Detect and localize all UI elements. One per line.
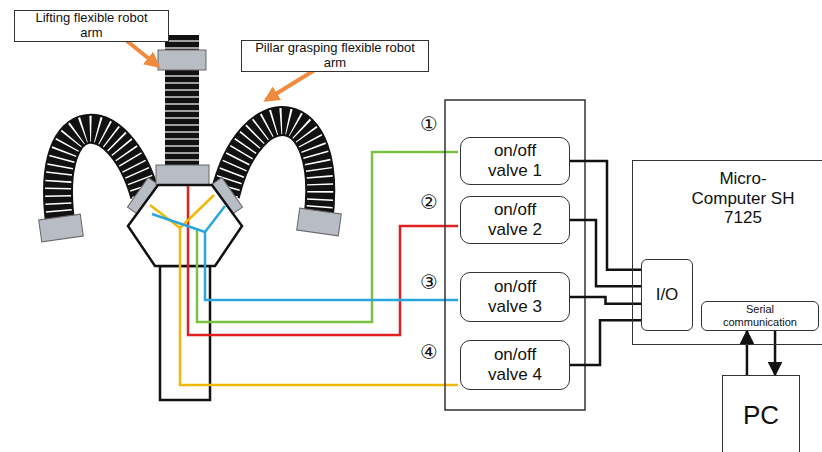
node-text: Pillar grasping flexible robot arm	[254, 41, 416, 71]
callout-number: ②	[420, 192, 438, 212]
valve-box: on/off valve 1	[460, 137, 570, 185]
signal-wire	[570, 320, 641, 365]
node-text: Lifting flexible robot arm	[27, 11, 156, 41]
lifting-arm	[156, 35, 209, 185]
pointer-arrow	[266, 68, 318, 100]
hexagon-body	[128, 185, 242, 266]
valve-box: on/off valve 2	[460, 196, 570, 244]
callout-number: ①	[420, 114, 438, 134]
node-text: on/off valve 3	[473, 277, 557, 316]
signal-wire	[570, 161, 641, 270]
node-text: on/off valve 4	[473, 345, 557, 384]
io-box: I/O	[641, 259, 693, 331]
valve-bank	[445, 100, 585, 410]
node-text: on/off valve 2	[473, 200, 557, 239]
pc-box: PC	[722, 375, 800, 452]
callout-box: Lifting flexible robot arm	[14, 10, 169, 42]
node-text: on/off valve 1	[473, 141, 557, 180]
microcomputer-box: Micro-Computer SH 7125I/O Serial communic…	[632, 160, 822, 345]
air-tubes	[150, 152, 458, 385]
signal-wire	[570, 220, 641, 286]
node-text: PC	[743, 401, 779, 431]
valve-box: on/off valve 4	[460, 340, 570, 390]
valve-box: on/off valve 3	[460, 272, 570, 322]
serial-arrow	[774, 331, 777, 375]
serial-arrow	[746, 331, 749, 375]
callout-box: Pillar grasping flexible robot arm	[241, 40, 429, 72]
node-text: Micro-Computer SH 7125	[643, 169, 803, 228]
serial-box: Serial communication	[701, 301, 819, 331]
callout-number: ④	[420, 342, 438, 362]
signal-wire	[570, 297, 641, 304]
node-text: Serial communication	[714, 303, 806, 328]
callout-number: ③	[420, 272, 438, 292]
pillar	[160, 266, 210, 400]
node-text: I/O	[656, 285, 679, 305]
